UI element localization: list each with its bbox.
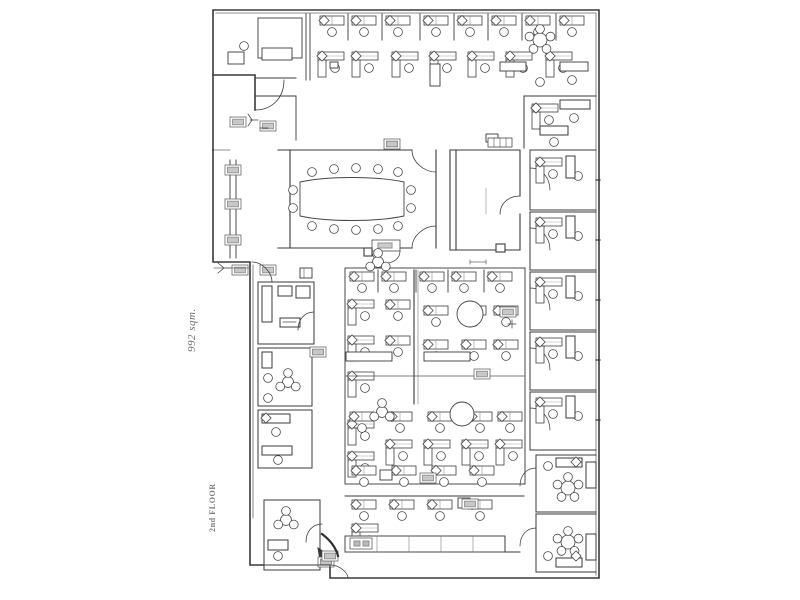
envelope-inner-lines <box>215 12 597 576</box>
lift-lobby <box>229 77 297 141</box>
south-reception-band <box>344 495 525 553</box>
pantry-and-west-rooms <box>257 281 335 571</box>
southeast-meeting-rooms <box>519 454 597 573</box>
dimension-ticks <box>213 149 487 269</box>
area-annotation: 992 sqm. <box>186 308 198 352</box>
open-office-central <box>344 249 526 487</box>
west-corridor <box>217 159 313 283</box>
conference-room <box>277 138 437 264</box>
southwest-entry <box>249 519 349 579</box>
floor-label: 2nd FLOOR <box>208 483 217 532</box>
open-office-north <box>227 13 589 143</box>
executive-office <box>449 137 521 253</box>
east-private-offices <box>529 149 601 451</box>
northeast-offices <box>523 95 597 149</box>
